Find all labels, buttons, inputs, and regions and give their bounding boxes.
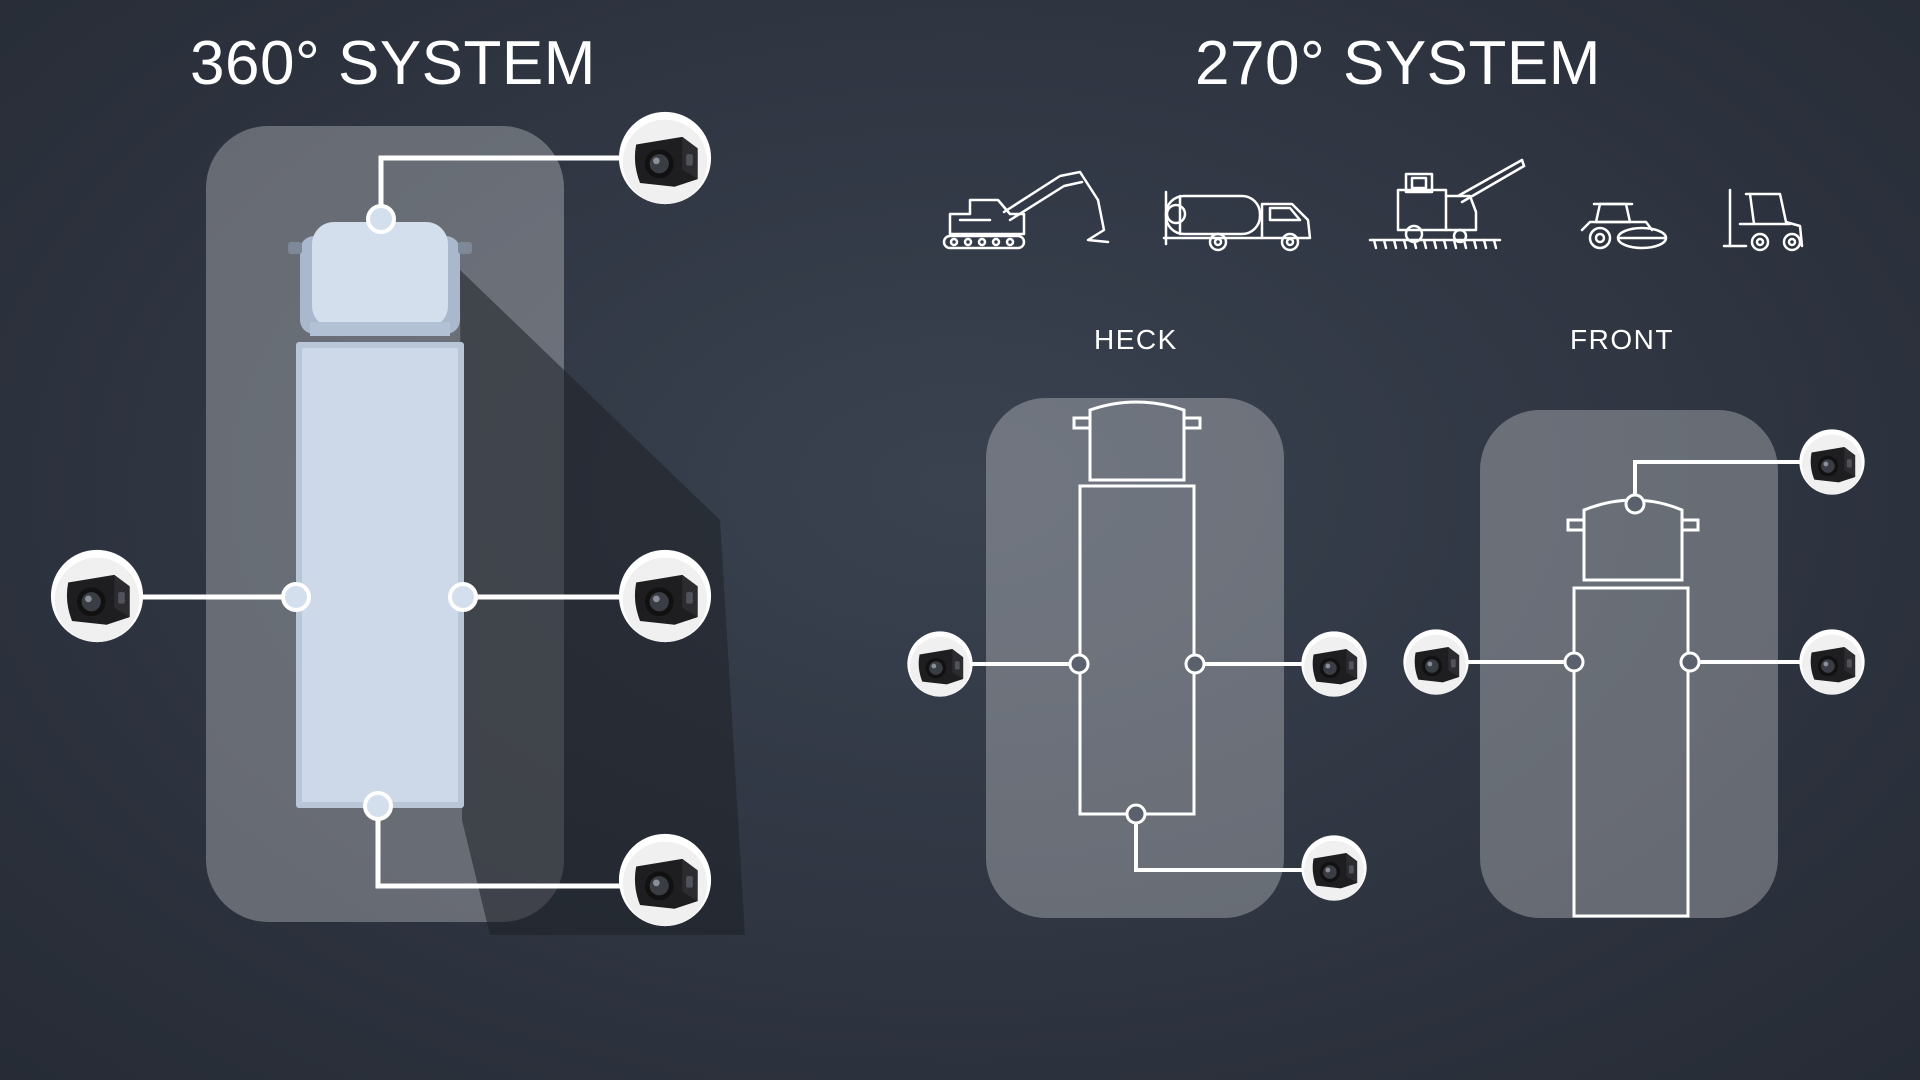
- tanker-truck-icon: [1162, 190, 1312, 252]
- vehicle-icons-row: [942, 158, 1804, 252]
- mount-point-front-right: [1679, 651, 1701, 673]
- diagram-270-heck: [907, 398, 1367, 918]
- mount-point-front-front: [1624, 493, 1646, 515]
- diagram-270-front: [1403, 410, 1865, 918]
- road-roller-icon: [1580, 202, 1668, 250]
- mount-point-heck-right: [1184, 653, 1206, 675]
- mount-point-front-left: [1563, 651, 1585, 673]
- camera-icon-front: [618, 111, 712, 205]
- truck-shadow: [460, 270, 745, 935]
- mount-point-left: [281, 582, 311, 612]
- camera-icon-front-left: [1403, 629, 1469, 695]
- coverage-zone-heck: [986, 398, 1284, 918]
- truck-360: [288, 222, 472, 808]
- harvester-icon: [1368, 158, 1526, 250]
- camera-icon-right: [618, 549, 712, 643]
- title-360-system: 360° SYSTEM: [190, 29, 596, 98]
- camera-icon-front-front: [1799, 429, 1865, 495]
- camera-icon-heck-rear: [1301, 835, 1367, 901]
- mount-point-rear: [363, 791, 393, 821]
- label-front: FRONT: [1570, 324, 1674, 355]
- camera-icon-heck-left: [907, 631, 973, 697]
- label-heck: HECK: [1094, 324, 1178, 355]
- diagram-360: [50, 111, 745, 935]
- excavator-icon: [942, 170, 1110, 250]
- truck-outline-front: [1566, 498, 1700, 918]
- forklift-icon: [1722, 188, 1804, 252]
- mount-point-right: [448, 582, 478, 612]
- mount-point-heck-rear: [1125, 803, 1147, 825]
- camera-icon-left: [50, 549, 144, 643]
- mount-point-heck-left: [1068, 653, 1090, 675]
- title-270-system: 270° SYSTEM: [1195, 29, 1601, 98]
- camera-icon-rear: [618, 833, 712, 927]
- mount-point-front: [366, 204, 396, 234]
- camera-icon-heck-right: [1301, 631, 1367, 697]
- coverage-zone-front: [1480, 410, 1778, 918]
- camera-icon-front-right: [1799, 629, 1865, 695]
